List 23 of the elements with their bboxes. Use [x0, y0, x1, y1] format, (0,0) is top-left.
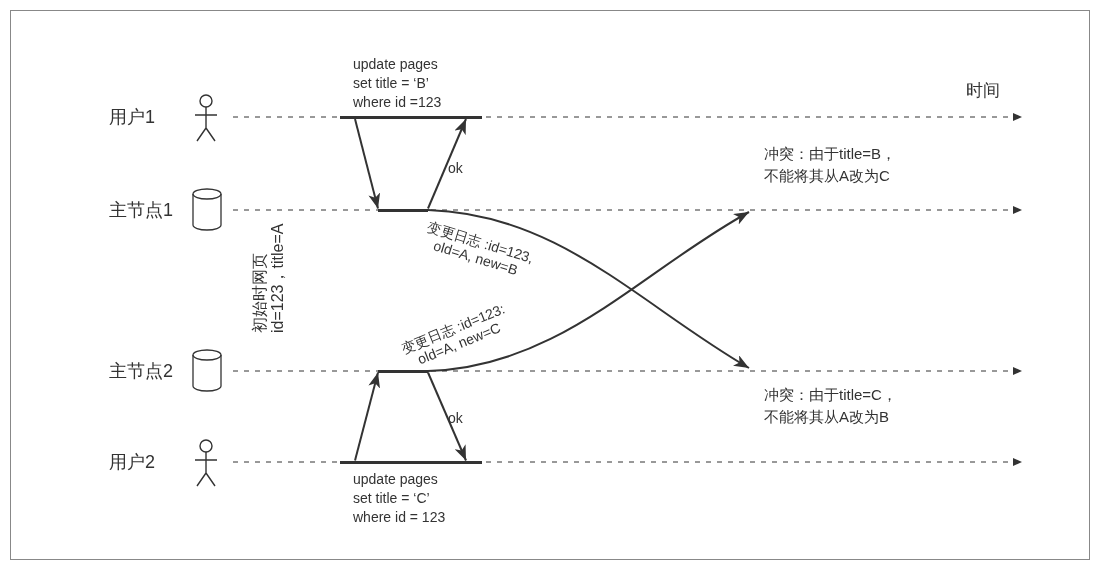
timeline-arrow	[232, 367, 1023, 375]
note-text: 初始时网页	[251, 252, 269, 333]
note-text: 冲突：由于title=C，不能将其从A改为B	[764, 385, 898, 427]
timeline-arrow	[232, 113, 1023, 121]
note-text: id=123，title=A	[269, 223, 287, 333]
participant-label: 用户1	[109, 106, 155, 128]
query-text: update pages set title = ‘B’ where id =123	[353, 55, 443, 112]
arrow	[427, 118, 467, 210]
timeline-arrow	[232, 206, 1023, 214]
bar	[378, 208, 428, 212]
participant-label: 用户2	[109, 451, 155, 473]
edge-label: ok	[448, 410, 463, 426]
timeline-arrow	[232, 458, 1023, 466]
arrow	[427, 371, 467, 462]
note-text: 冲突：由于title=B，不能将其从A改为C	[764, 144, 898, 186]
arrow	[354, 371, 380, 462]
query-text: update pages set title = ‘C’ where id = 123	[353, 469, 447, 527]
participant-label: 主节点2	[109, 360, 173, 382]
arrow	[354, 118, 381, 210]
bar	[378, 369, 428, 373]
axis-label: 时间	[966, 80, 1000, 102]
edge-label: ok	[448, 160, 463, 176]
participant-label: 主节点1	[109, 199, 173, 221]
